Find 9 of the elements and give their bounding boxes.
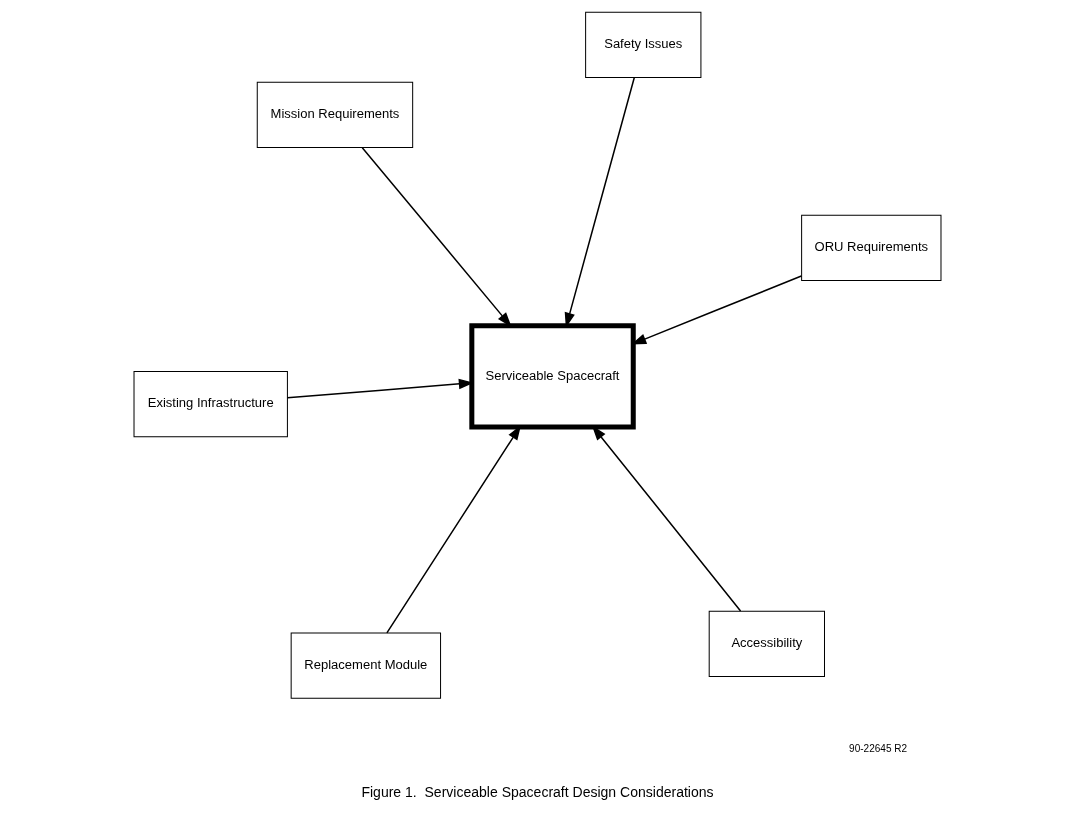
node-box: Serviceable Spacecraft [468, 323, 636, 430]
node-box: Existing Infrastructure [133, 371, 288, 438]
node-box: ORU Requirements [800, 214, 941, 281]
node-box: Safety Issues [584, 11, 701, 78]
caption: Figure 1. Serviceable Spacecraft Design Considerations [360, 783, 714, 800]
node-box: Accessibility [708, 610, 825, 677]
node-box: Mission Requirements [256, 81, 413, 148]
label: 90-22645 R2 [848, 742, 907, 754]
node-box: Replacement Module [290, 632, 441, 699]
